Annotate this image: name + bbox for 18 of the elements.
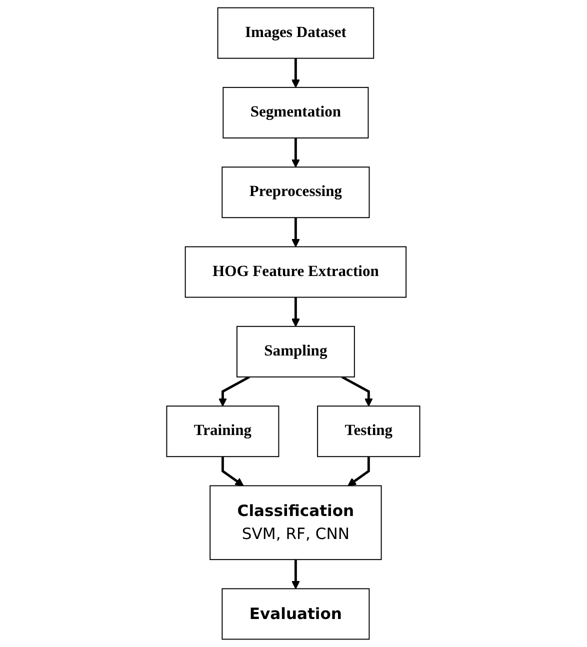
node-box: Classification SVM, RF, CNN [210,485,382,560]
arrow [292,58,300,88]
node-box: Sampling [236,326,356,378]
node-box: Images Dataset [218,7,374,59]
node-box: Training [166,406,280,458]
node-box: Preprocessing [222,166,370,218]
node-box: Evaluation [222,588,370,640]
arrow [342,376,374,406]
arrow [292,297,300,327]
arrow [292,218,300,248]
node-box: HOG Feature Extraction [185,246,407,298]
node-box: Testing [317,406,420,458]
arrow [348,456,370,486]
arrow [292,138,300,168]
arrow [292,560,300,590]
arrow [222,456,244,486]
arrow [218,376,250,406]
node-box: Segmentation [222,86,369,138]
